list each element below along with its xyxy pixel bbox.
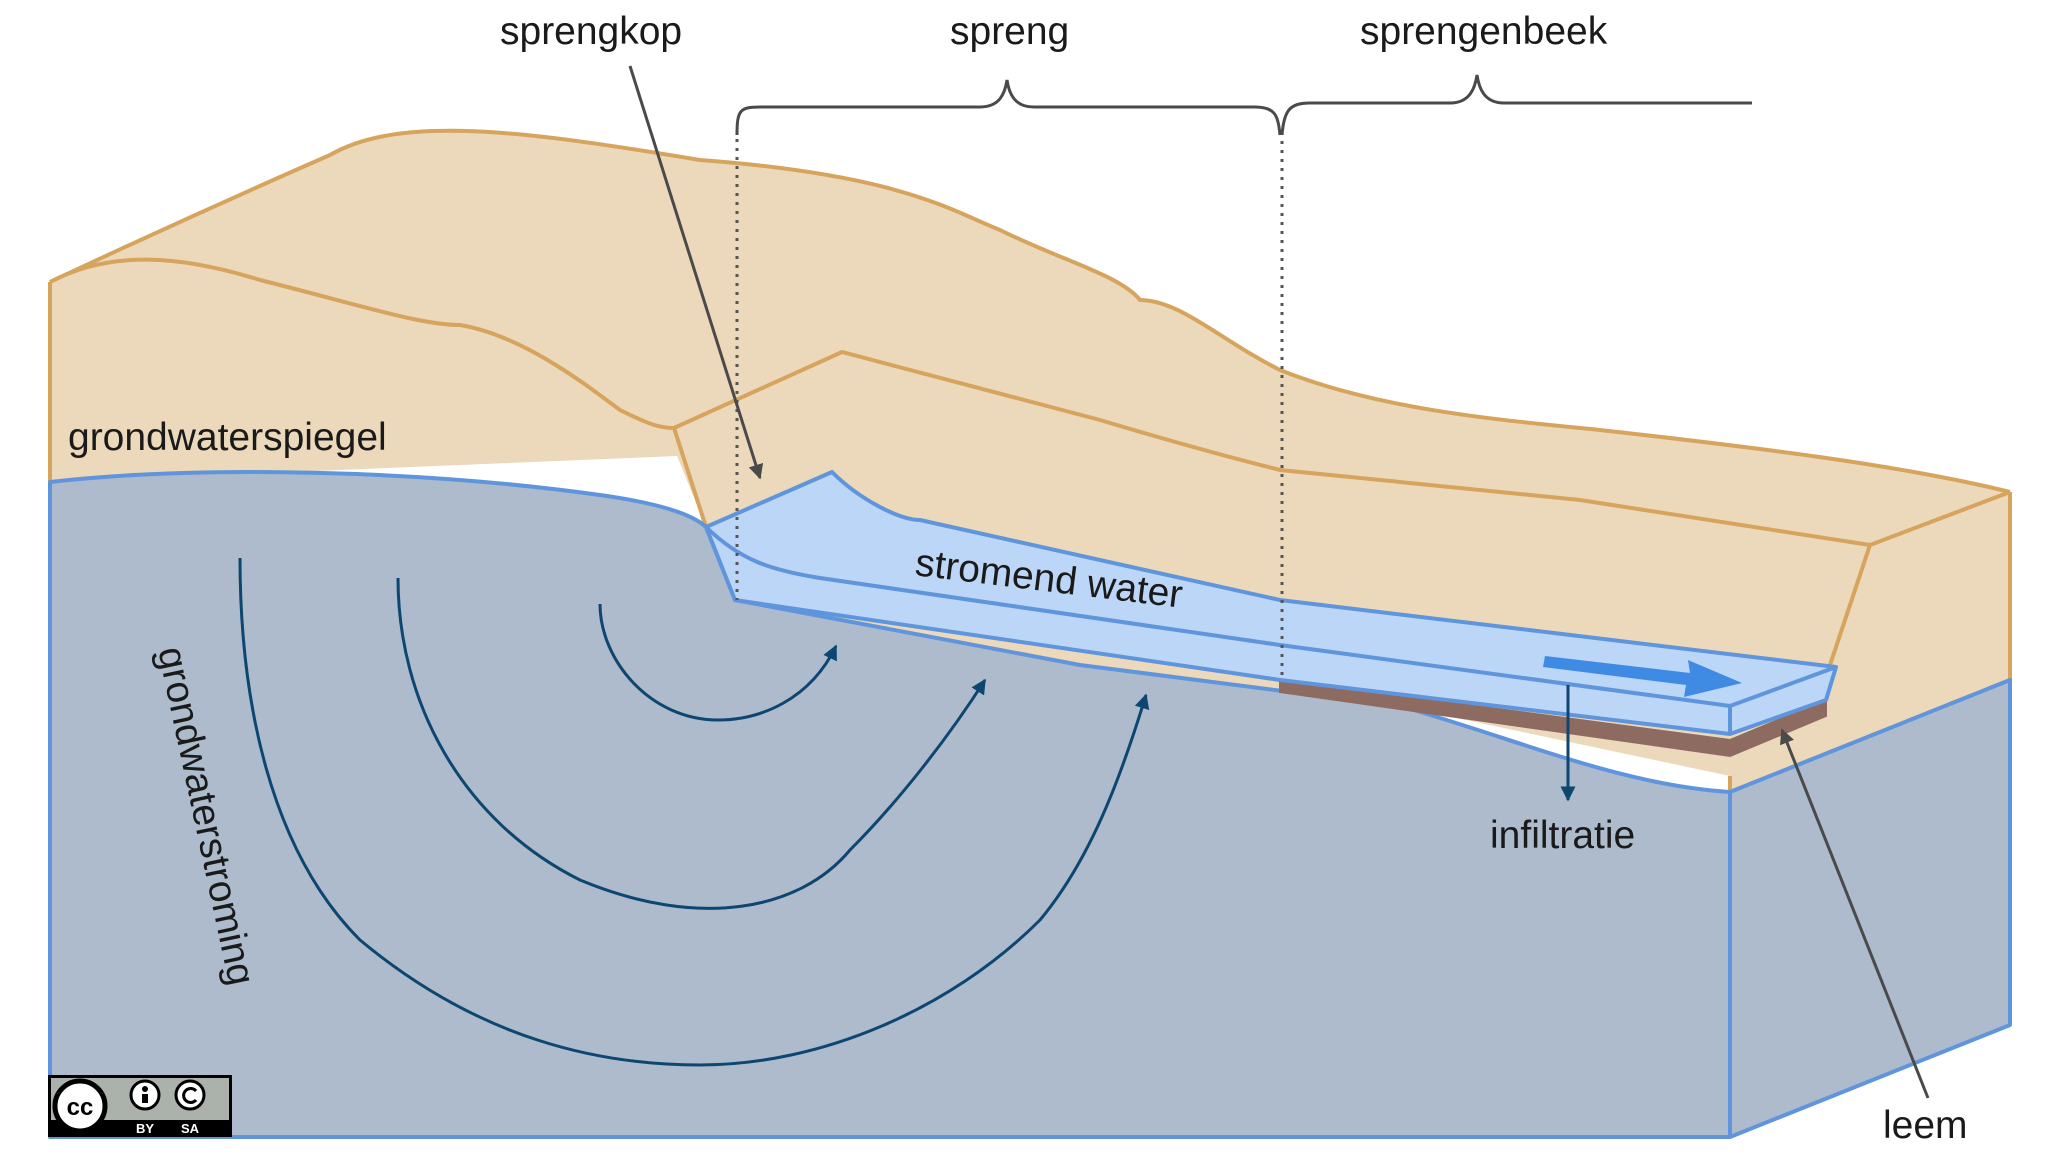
- sprengenbeek-brace: [1280, 74, 1752, 136]
- sprengkop-pointer: [628, 65, 764, 480]
- valley-edge-left: [673, 349, 1873, 666]
- badge-by-text: BY: [136, 1121, 154, 1136]
- sa-share-alike-icon: [174, 1079, 206, 1111]
- valley-edge-right: [1869, 490, 2011, 547]
- label-grondwaterspiegel: grondwaterspiegel: [68, 416, 387, 459]
- stream-flow-arrow: [1543, 656, 1742, 697]
- by-person-body: [142, 1094, 148, 1103]
- groundwater-flow-line-3: [238, 557, 1150, 1067]
- sa-icon-arc: [182, 1087, 198, 1104]
- badge-sa-text: SA: [181, 1121, 200, 1136]
- cc-icon: [52, 1078, 108, 1134]
- cc-icon-text: cc: [67, 1094, 94, 1121]
- clay-layer: [1279, 678, 1827, 758]
- label-leem: leem: [1883, 1104, 1968, 1147]
- label-infiltratie: infiltratie: [1490, 814, 1635, 857]
- groundwater-flow-line-1: [598, 603, 838, 722]
- stream-inner-edge: [704, 525, 1837, 709]
- label-sprengenbeek: sprengenbeek: [1360, 10, 1608, 53]
- leem-pointer: [1780, 728, 1930, 1099]
- sand-front-contour: [49, 257, 675, 430]
- by-person-head: [142, 1086, 148, 1092]
- groundwater-block: [48, 470, 2012, 1139]
- label-sprengkop: sprengkop: [500, 10, 682, 53]
- stream-water: [704, 470, 1838, 736]
- cc-by-sa-badge: cc BY SA: [48, 1075, 232, 1137]
- sand-top-outline: [49, 128, 2011, 494]
- groundwater-flow-line-2: [396, 577, 987, 910]
- valley-wall-left: [672, 427, 708, 528]
- label-spreng: spreng: [950, 10, 1069, 53]
- spreng-brace: [735, 79, 1282, 136]
- sand-layer: [50, 130, 2010, 793]
